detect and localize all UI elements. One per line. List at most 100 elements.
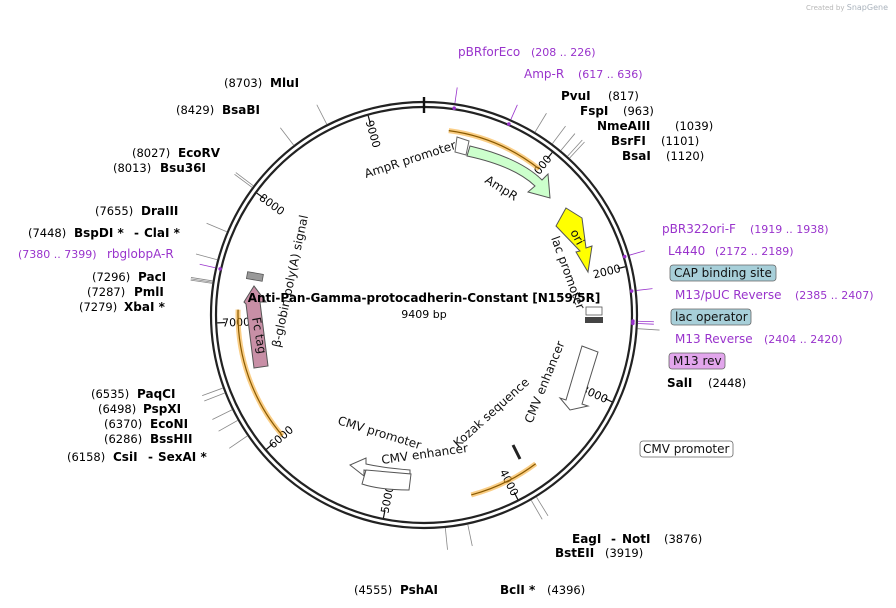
- tick-label-2000: 2000: [592, 262, 622, 281]
- ampr-arrow[interactable]: [466, 145, 551, 199]
- orf-fc-bottom-line: [471, 463, 537, 496]
- created-by-text: Created by: [806, 4, 845, 12]
- primer-ampr-name[interactable]: Amp-R: [524, 67, 564, 81]
- site-leader-22: [280, 127, 295, 146]
- site-leader-6: [536, 496, 549, 517]
- site-bsabi-pos: (8429): [176, 103, 214, 117]
- m13-rev-box[interactable]: [668, 352, 726, 370]
- tick-label-6000: 6000: [266, 423, 296, 451]
- cap-binding-site-box[interactable]: [669, 264, 777, 282]
- site-sali-name[interactable]: SalI: [667, 376, 692, 390]
- site-leader-11: [218, 419, 238, 432]
- primer-m13rev-name[interactable]: M13 Reverse: [675, 332, 753, 346]
- site-fspi-name[interactable]: FspI: [580, 104, 608, 118]
- site-leader-12: [212, 409, 233, 420]
- primer-mark-1[interactable]: [507, 122, 511, 126]
- site-bsshii-pos: (6286): [104, 432, 142, 446]
- primer-mark-5[interactable]: [631, 321, 635, 326]
- site-xbai-name[interactable]: XbaI *: [124, 300, 166, 314]
- tick-mark-2000: [617, 266, 626, 270]
- lac-promoter-box[interactable]: [585, 306, 603, 316]
- site-sexai-name[interactable]: SexAI *: [158, 450, 207, 464]
- tick-mark-3000: [604, 397, 613, 403]
- primer-mark-0[interactable]: [452, 106, 456, 110]
- primer-pbrforeco-pos: (208 .. 226): [531, 46, 596, 59]
- site-pvui-pos: (817): [608, 89, 639, 103]
- site-leader-18: [195, 253, 218, 261]
- site-bsteii-name[interactable]: BstEII: [555, 546, 594, 560]
- plasmid-name: Anti-Pan-Gamma-protocadherin-Constant [N…: [248, 291, 601, 305]
- lac-operator-box[interactable]: [585, 317, 603, 323]
- fc-tag-label: Fc tag: [249, 316, 269, 355]
- primer-m13puc-pos: (2385 .. 2407): [795, 289, 874, 302]
- cmv-enhancer-right-arrow[interactable]: [558, 345, 599, 411]
- boxed-labels: CAP binding site lac operator M13 rev CM…: [639, 264, 777, 458]
- site-bspdi-sep: -: [134, 226, 139, 240]
- site-bsu36i-name[interactable]: Bsu36I: [160, 161, 206, 175]
- site-bsshii-name[interactable]: BssHII: [150, 432, 192, 446]
- fc-tag-arrow[interactable]: [243, 285, 269, 369]
- sites-right: PvuI (817) FspI (963) NmeAIII (1039) Bsr…: [561, 89, 746, 390]
- primer-mark-6[interactable]: [218, 267, 222, 271]
- ampr-label: AmpR: [482, 173, 520, 204]
- site-mlui-name[interactable]: MluI: [270, 76, 299, 90]
- primer-mark-3[interactable]: [629, 289, 634, 293]
- primer-pbr322orif-name[interactable]: pBR322ori-F: [662, 222, 736, 236]
- site-econi-name[interactable]: EcoNI: [150, 417, 188, 431]
- site-sali-pos: (2448): [708, 376, 746, 390]
- site-nmeaiii-name[interactable]: NmeAIII: [597, 119, 650, 133]
- site-paci-name[interactable]: PacI: [138, 270, 166, 284]
- primer-leader-3: [636, 288, 653, 291]
- cmv-promoter-outer-box[interactable]: [639, 440, 734, 458]
- tick-mark-9000: [367, 115, 371, 124]
- site-pmli-name[interactable]: PmlI: [134, 285, 164, 299]
- kozak-mark[interactable]: [511, 444, 522, 460]
- primer-l4440-name[interactable]: L4440: [668, 244, 705, 258]
- tick-mark-4000: [513, 492, 519, 500]
- plasmid-size: 9409 bp: [401, 308, 446, 321]
- site-eagi-name[interactable]: EagI: [572, 532, 601, 546]
- site-bsai-name[interactable]: BsaI: [622, 149, 651, 163]
- site-paqci-name[interactable]: PaqCI: [137, 387, 175, 401]
- polya-signal-box[interactable]: [245, 271, 264, 282]
- site-pspxi-name[interactable]: PspXI: [143, 402, 181, 416]
- site-pspxi-pos: (6498): [98, 402, 136, 416]
- site-noti-name[interactable]: NotI: [622, 532, 651, 546]
- site-mlui-pos: (8703): [224, 76, 262, 90]
- site-draiii-name[interactable]: DraIII: [141, 204, 178, 218]
- tick-mark-8000: [256, 192, 264, 199]
- site-draiii-pos: (7655): [95, 204, 133, 218]
- primer-pbrforeco-name[interactable]: pBRforEco: [458, 45, 520, 59]
- site-leader-19: [206, 222, 228, 233]
- primer-leader-2: [629, 250, 645, 256]
- site-bspdi-pos: (7448): [28, 226, 66, 240]
- site-ecorv-name[interactable]: EcoRV: [178, 146, 221, 160]
- site-bsrfi-name[interactable]: BsrFI: [611, 134, 646, 148]
- site-xbai-pos: (7279): [79, 300, 117, 314]
- site-leader-10: [229, 435, 248, 449]
- site-pvui-name[interactable]: PvuI: [561, 89, 591, 103]
- site-csii-name[interactable]: CsiI: [113, 450, 138, 464]
- lac-operator-label: lac operator: [675, 310, 748, 324]
- ori-arrow[interactable]: [555, 207, 593, 274]
- primer-m13puc-name[interactable]: M13/pUC Reverse: [675, 288, 782, 302]
- site-bcli-name[interactable]: BclI *: [500, 583, 536, 597]
- primer-ampr-pos: (617 .. 636): [578, 68, 643, 81]
- site-leader-4: [569, 141, 585, 159]
- cmv-promoter-outer-label: CMV promoter: [643, 442, 730, 456]
- site-bsai-pos: (1120): [666, 149, 704, 163]
- site-bsabi-name[interactable]: BsaBI: [222, 103, 260, 117]
- site-leader-3: [567, 139, 583, 157]
- ampr-promoter-arrow[interactable]: [454, 136, 470, 156]
- site-pshai-name[interactable]: PshAI: [400, 583, 438, 597]
- site-clai-name[interactable]: ClaI *: [144, 226, 181, 240]
- primer-rbglobpar-name[interactable]: rbglobpA-R: [107, 247, 174, 261]
- site-leader-15: [190, 279, 213, 284]
- site-leader-21: [235, 172, 254, 187]
- lac-operator-label-box[interactable]: [670, 308, 752, 326]
- site-pmli-pos: (7287): [87, 285, 125, 299]
- primer-mark-2[interactable]: [622, 254, 627, 259]
- primer-leader-1: [510, 104, 518, 120]
- site-eagi-sep: -: [611, 532, 616, 546]
- site-bspdi-name[interactable]: BspDI *: [74, 226, 124, 240]
